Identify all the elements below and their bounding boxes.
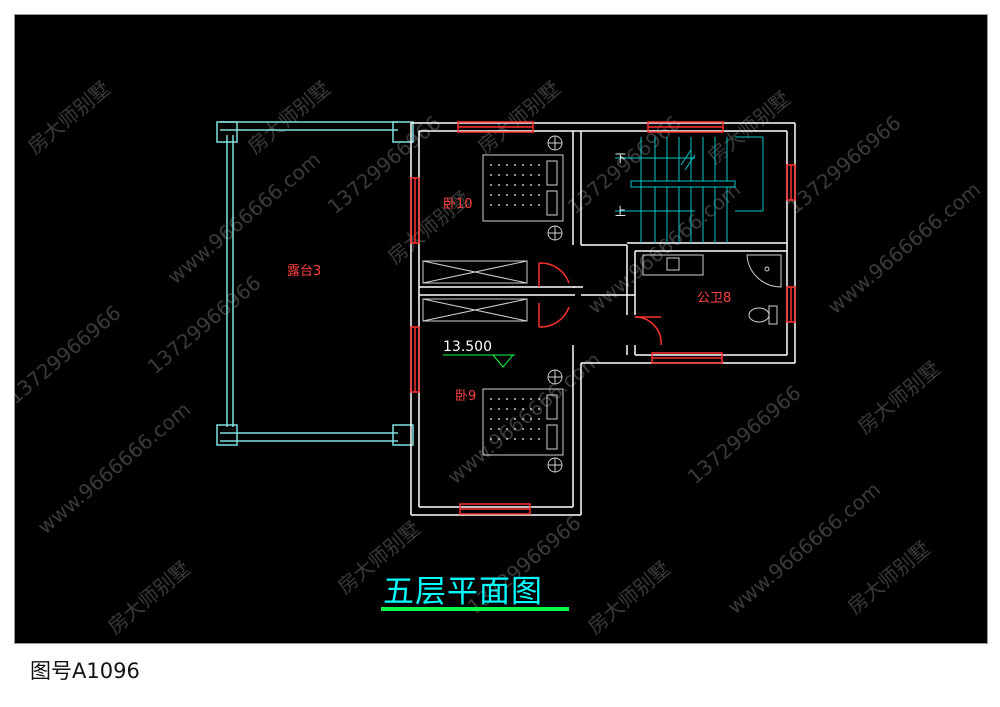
watermark-site: www.9666666.com bbox=[33, 397, 195, 539]
watermark-phone: 13729966966 bbox=[683, 380, 806, 488]
room-label-bathroom: 公卫8 bbox=[697, 291, 731, 306]
title-underline bbox=[381, 607, 569, 611]
bed-bottom-pattern bbox=[490, 398, 540, 440]
floor-plan: 房大师别墅 13729966966 www.9666666.com 房大师别墅 … bbox=[15, 76, 985, 639]
watermark-brand: 房大师别墅 bbox=[103, 556, 195, 639]
room-label-terrace: 露台3 bbox=[287, 264, 321, 279]
watermark-brand: 房大师别墅 bbox=[853, 356, 945, 439]
drawing-title: 五层平面图 bbox=[383, 574, 543, 610]
room-label-bedroom-top: 卧10 bbox=[443, 197, 473, 212]
wardrobes bbox=[422, 260, 528, 322]
elevation-marker: 13.500 bbox=[443, 339, 515, 368]
bed-top-pattern bbox=[490, 164, 540, 206]
bed-top bbox=[482, 135, 564, 241]
drawing-canvas: 房大师别墅 13729966966 www.9666666.com 房大师别墅 … bbox=[14, 14, 988, 644]
watermark-phone: 13729966966 bbox=[783, 110, 906, 218]
watermark-phone: 13729966966 bbox=[323, 110, 446, 218]
bed-bottom bbox=[482, 369, 564, 473]
stair-up-label: 上 bbox=[615, 205, 626, 218]
drawing-code: 图号A1096 bbox=[30, 659, 140, 683]
room-label-bedroom-bottom: 卧9 bbox=[455, 389, 476, 404]
stair-down-label: 下 bbox=[615, 152, 626, 165]
watermark-brand: 房大师别墅 bbox=[23, 76, 115, 159]
watermark-brand: 房大师别墅 bbox=[583, 556, 675, 639]
watermark-brand: 房大师别墅 bbox=[243, 76, 335, 159]
terrace-railing bbox=[216, 121, 414, 446]
windows bbox=[410, 121, 796, 515]
bath-fixtures bbox=[642, 254, 782, 325]
watermark: 房大师别墅 13729966966 www.9666666.com 房大师别墅 … bbox=[15, 76, 985, 639]
doors bbox=[538, 262, 662, 346]
watermark-site: www.9666666.com bbox=[823, 177, 985, 319]
watermark-phone: 13729966966 bbox=[143, 270, 266, 378]
room-labels: 露台3 卧10 卧9 公卫8 bbox=[287, 197, 731, 404]
watermark-phone: 13729966966 bbox=[15, 300, 125, 408]
watermark-brand: 房大师别墅 bbox=[473, 76, 565, 159]
stair-labels: 下 上 bbox=[615, 152, 626, 218]
watermark-brand: 房大师别墅 bbox=[843, 536, 935, 619]
elevation-value: 13.500 bbox=[443, 339, 492, 355]
stair bbox=[615, 136, 764, 243]
